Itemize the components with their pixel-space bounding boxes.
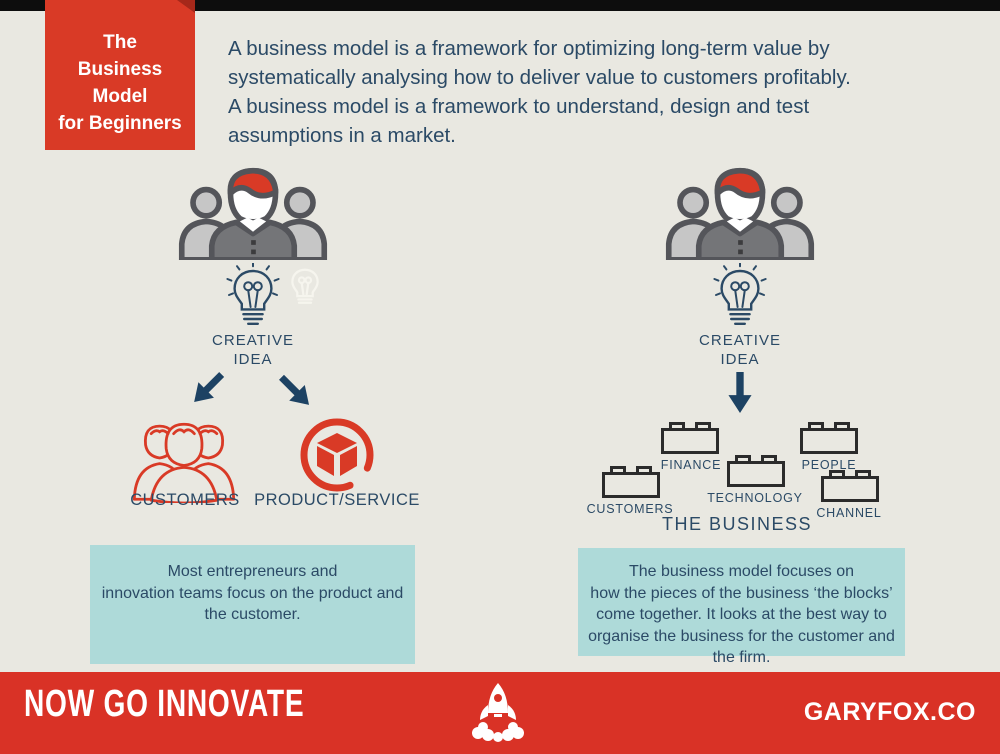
lightbulb-icon-right: [708, 262, 772, 335]
arrow-down-left-icon: [183, 364, 235, 416]
creative-idea-label-left: CREATIVE IDEA: [212, 332, 294, 368]
brick-stud: [761, 455, 777, 464]
top-strip: [0, 0, 1000, 11]
brick-stud: [855, 470, 871, 479]
product-service-label: PRODUCT/SERVICE: [254, 491, 420, 509]
block-label-people: PEOPLE: [801, 458, 857, 472]
brick-stud: [610, 466, 626, 475]
customers-label: CUSTOMERS: [130, 491, 240, 509]
ribbon-fold: [177, 0, 195, 13]
building-block-channel: [821, 470, 879, 502]
the-business-label: THE BUSINESS: [661, 514, 813, 534]
block-label-technology: TECHNOLOGY: [707, 491, 803, 505]
page-title: The Business Model for Beginners: [58, 32, 182, 134]
footer-bar: NOW GO INNOVATE GARYFOX.CO: [0, 672, 1000, 754]
building-block-finance: [661, 422, 719, 454]
building-block-people: [800, 422, 858, 454]
brick-stud: [695, 422, 711, 431]
brick-stud: [829, 470, 845, 479]
brick-stud: [735, 455, 751, 464]
brick-stud: [636, 466, 652, 475]
block-label-customers: CUSTOMERS: [586, 502, 674, 516]
arrow-down-icon: [726, 372, 756, 414]
team-icon: [178, 165, 328, 263]
right-note-box: The business model focuses on how the pi…: [578, 548, 905, 666]
product-cube-icon: [297, 415, 377, 495]
building-block-technology: [727, 455, 785, 487]
lightbulb-ghost-icon: [283, 264, 327, 314]
left-note-box: Most entrepreneurs and innovation teams …: [90, 545, 415, 664]
footer-site-label: GARYFOX.CO: [803, 698, 976, 726]
lightbulb-icon: [221, 262, 285, 335]
block-label-channel: CHANNEL: [816, 506, 882, 520]
brick-stud: [834, 422, 850, 431]
brick-stud: [669, 422, 685, 431]
intro-text: A business model is a framework for opti…: [228, 37, 851, 147]
title-ribbon: The Business Model for Beginners: [45, 0, 195, 150]
rocket-icon: [468, 680, 528, 749]
arrow-down-right-icon: [271, 364, 323, 416]
footer-cta: NOW GO INNOVATE: [24, 683, 305, 725]
building-block-customers: [602, 466, 660, 498]
creative-idea-label-right: CREATIVE IDEA: [699, 332, 781, 368]
team-icon-right: [665, 165, 815, 263]
block-label-finance: FINANCE: [660, 458, 722, 472]
brick-stud: [808, 422, 824, 431]
customers-group-icon: [128, 413, 240, 505]
